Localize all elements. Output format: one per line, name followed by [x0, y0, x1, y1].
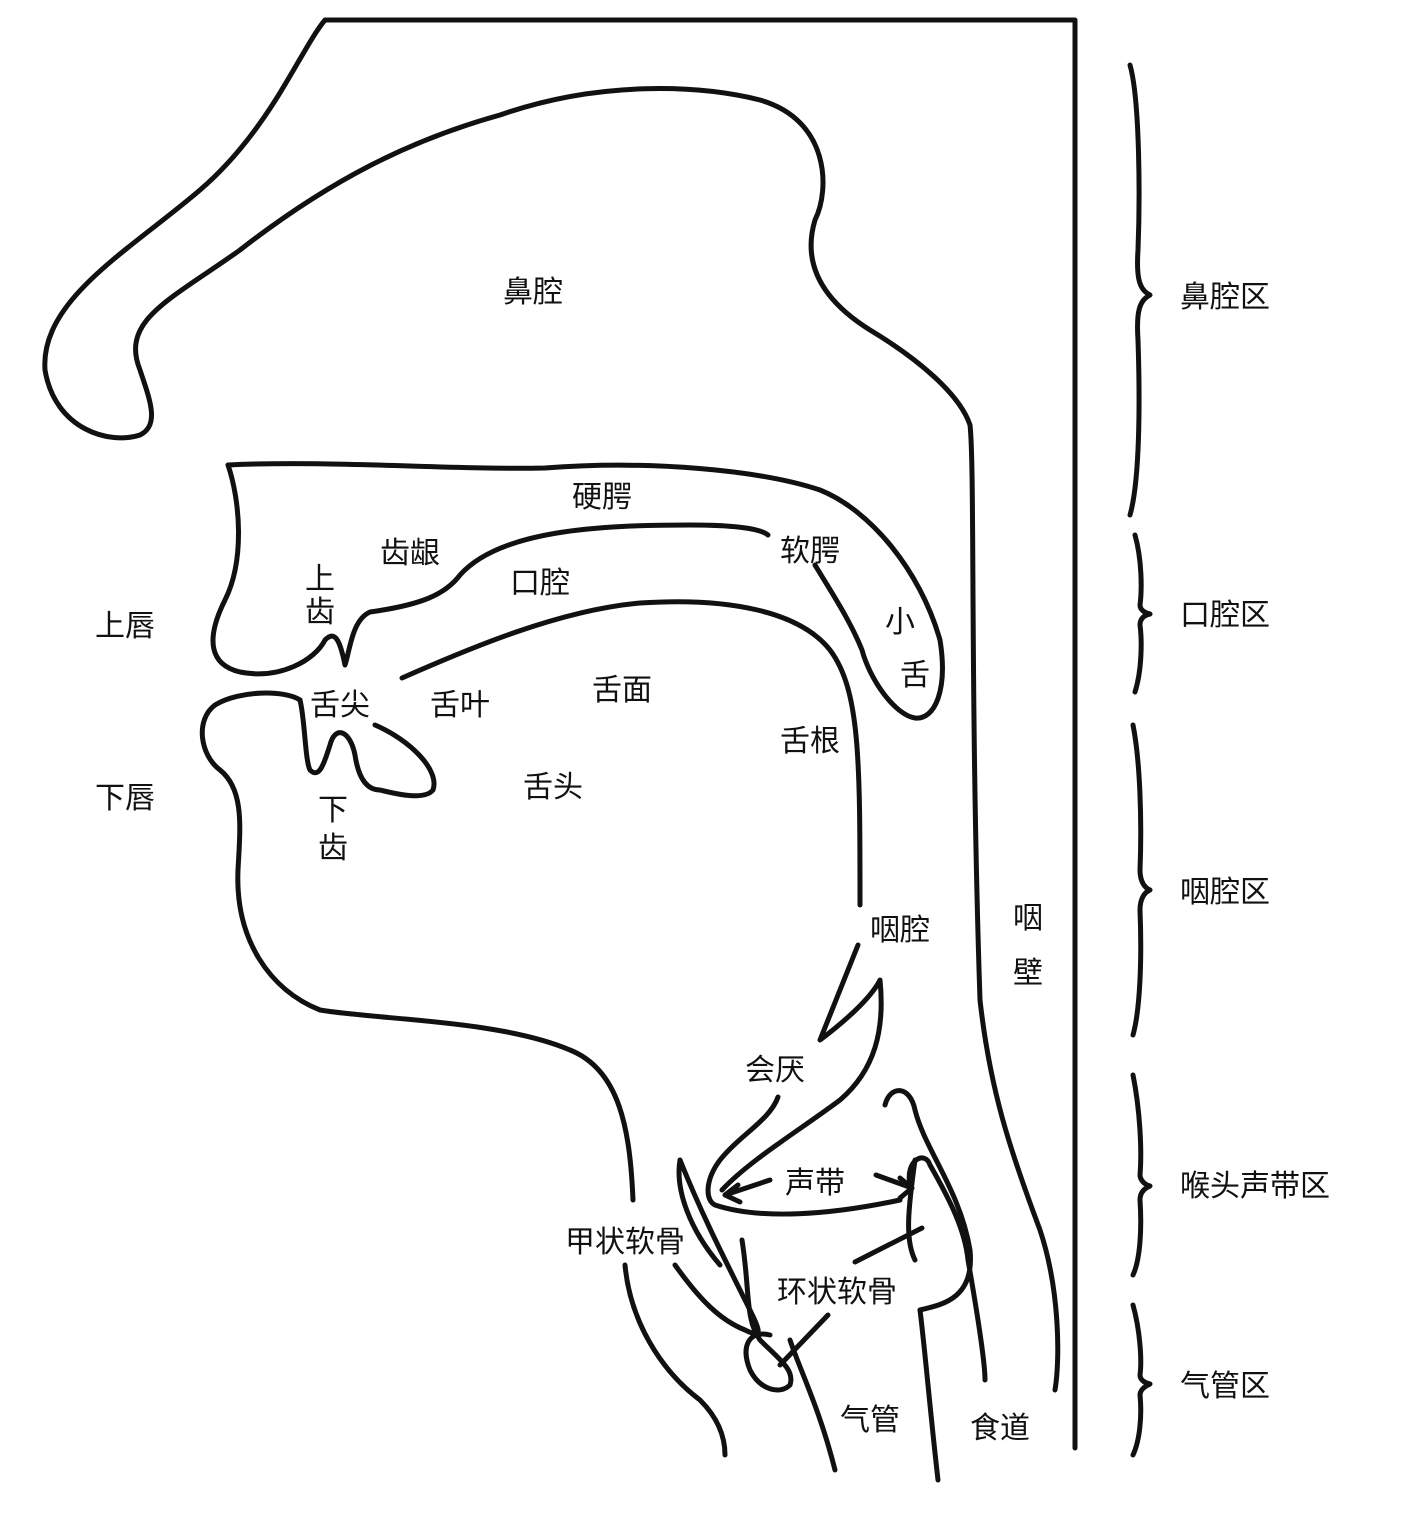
label-pharyngeal-wall-1: 咽 [1013, 901, 1043, 936]
label-soft-palate: 软腭 [780, 534, 840, 569]
lower-lip-outline [199, 690, 636, 1203]
label-tongue-blade: 舌叶 [430, 688, 490, 723]
label-trachea: 气管 [840, 1403, 900, 1438]
epiglottis-outline [719, 942, 884, 1193]
label-upper-teeth-2: 齿 [305, 595, 335, 630]
brace-oral [1132, 532, 1153, 695]
label-oral-cavity: 口腔 [510, 566, 570, 601]
label-vocal-cords: 声带 [785, 1166, 845, 1201]
cricoid-pointer [777, 1312, 831, 1368]
label-upper-lip: 上唇 [95, 609, 155, 644]
label-esophagus: 食道 [970, 1411, 1030, 1446]
trachea-back-outline [917, 1307, 941, 1483]
label-cricoid-cartilage: 环状软骨 [777, 1275, 897, 1310]
region-label-tracheal: 气管区 [1180, 1369, 1270, 1404]
label-pharyngeal-wall-2: 壁 [1013, 956, 1043, 991]
label-epiglottis: 会厌 [745, 1053, 805, 1088]
brace-laryngeal [1130, 1072, 1153, 1278]
label-uvula-1: 小 [885, 605, 915, 640]
vocal-cord-upper-outline [705, 1094, 903, 1217]
label-uvula-2: 舌 [900, 658, 930, 693]
region-label-pharyngeal: 咽腔区 [1180, 875, 1270, 910]
brace-pharyngeal [1130, 722, 1153, 1038]
upper-lip-front-outline [210, 462, 771, 677]
label-tongue-tip: 舌尖 [310, 688, 370, 723]
region-label-nasal: 鼻腔区 [1180, 280, 1270, 315]
label-lower-teeth-2: 齿 [318, 831, 348, 866]
brace-nasal [1127, 62, 1153, 518]
arytenoid-pointer [852, 1225, 925, 1265]
nose-and-pharyngeal-outline [42, 17, 1078, 1451]
region-label-laryngeal: 喉头声带区 [1180, 1169, 1330, 1204]
arytenoid-outline [882, 1088, 988, 1383]
thyroid-cartilage-outline [672, 1157, 761, 1337]
label-alveolar-ridge: 齿龈 [380, 536, 440, 571]
lower-teeth-outline [297, 697, 437, 799]
label-tongue: 舌头 [523, 770, 583, 805]
upper-lip-and-palate-outline [225, 461, 945, 721]
vocal-cord-arrow-left [722, 1177, 773, 1205]
label-hard-palate: 硬腭 [572, 480, 632, 515]
vocal-cord-arrow-right [873, 1172, 915, 1201]
label-nasal-cavity: 鼻腔 [503, 275, 563, 310]
label-tongue-root: 舌根 [780, 724, 840, 759]
label-pharynx: 咽腔 [870, 913, 930, 948]
label-tongue-surface: 舌面 [592, 673, 652, 708]
tongue-outline [399, 599, 863, 908]
cricoid-cartilage-outline [739, 1237, 794, 1393]
region-label-oral: 口腔区 [1180, 598, 1270, 633]
label-upper-teeth-1: 上 [305, 562, 335, 597]
label-thyroid-cartilage: 甲状软骨 [565, 1225, 685, 1260]
label-lower-teeth-1: 下 [318, 793, 348, 828]
label-lower-lip: 下唇 [95, 781, 155, 816]
brace-tracheal [1130, 1302, 1153, 1458]
